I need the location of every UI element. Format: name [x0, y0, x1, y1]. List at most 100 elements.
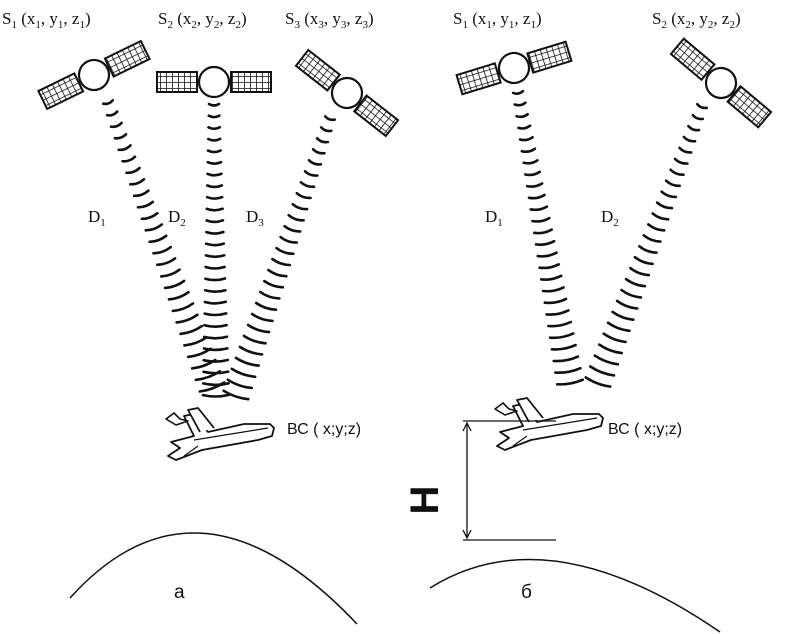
- signal-dash: [163, 279, 186, 290]
- signal-dash: [515, 112, 529, 119]
- signal-dash: [552, 355, 580, 363]
- satellite-s2-label: S2 (x2, y2, z2): [158, 9, 247, 31]
- signal-dash: [207, 137, 222, 142]
- signal-dash: [611, 310, 635, 321]
- signal-dash: [529, 205, 549, 212]
- signal-dash: [540, 274, 563, 281]
- satellite-s3-label: S3 (x3, y3, z3): [285, 9, 374, 31]
- signal-dash: [536, 251, 558, 258]
- signal-dash: [204, 265, 226, 270]
- signal-dash: [238, 345, 264, 356]
- signal-dash: [204, 242, 226, 247]
- signal-dash: [203, 288, 227, 294]
- signal-dash: [203, 323, 228, 328]
- signal-dash: [543, 297, 568, 305]
- signal-dash: [140, 211, 159, 221]
- signal-dash: [206, 160, 223, 165]
- signal-dash: [267, 268, 288, 278]
- signal-dash: [109, 121, 123, 129]
- signal-dash: [201, 393, 231, 398]
- signal-dash: [202, 358, 230, 363]
- signal-path-d1: [102, 99, 226, 393]
- distance-d3-label: D3: [246, 207, 264, 229]
- signal-dash: [205, 207, 224, 212]
- signal-dash: [291, 202, 309, 211]
- signal-dash: [175, 313, 199, 324]
- signal-dash: [673, 157, 689, 165]
- signal-dash: [545, 309, 570, 316]
- signal-dash: [311, 148, 326, 155]
- signal-dash: [246, 323, 271, 334]
- signal-dash: [307, 159, 323, 166]
- signal-dash: [629, 266, 651, 277]
- signal-dash: [518, 136, 534, 142]
- signal-dash: [144, 223, 164, 232]
- signal-dash: [206, 184, 224, 189]
- panel-b: ВС ( x;y;z) S1 (x1, y1, z1) S2 (x2, y2, …: [403, 9, 776, 633]
- signal-dash: [678, 146, 693, 154]
- aircraft-label: ВС ( x;y;z): [608, 421, 682, 438]
- signal-dash: [691, 113, 705, 121]
- signal-dash: [520, 147, 537, 154]
- signal-dash: [113, 132, 128, 140]
- signal-dash: [517, 124, 532, 130]
- signal-path-d1: [511, 89, 585, 386]
- signal-dash: [651, 212, 670, 221]
- signal-dash: [159, 268, 181, 278]
- aircraft-label: ВС ( x;y;z): [287, 421, 361, 438]
- signal-dash: [207, 114, 221, 119]
- satellite-s1-icon: [454, 35, 574, 101]
- signal-dash: [525, 182, 544, 188]
- signal-dash: [319, 126, 333, 133]
- signal-dash: [696, 102, 708, 110]
- satellite-s2-icon: [666, 33, 776, 133]
- signal-dash: [204, 277, 227, 282]
- signal-dash: [125, 166, 141, 175]
- signal-dash: [624, 277, 647, 288]
- distance-d1-label: D1: [485, 207, 503, 229]
- signal-dash: [522, 159, 539, 165]
- height-label: Н: [403, 486, 447, 515]
- signal-dash: [633, 255, 654, 266]
- satellite-s3-icon: [291, 44, 403, 142]
- distance-d1-label: D1: [88, 207, 106, 229]
- signal-dash: [597, 343, 623, 355]
- signal-dash: [156, 257, 177, 267]
- signal-dash: [206, 172, 223, 177]
- signal-dash: [655, 201, 674, 210]
- signal-dash: [183, 336, 208, 347]
- signal-dash: [533, 228, 553, 235]
- signal-dash: [250, 312, 274, 323]
- signal-dash: [584, 376, 612, 388]
- distance-d2-label: D2: [601, 207, 619, 229]
- signal-dash: [687, 124, 701, 132]
- signal-path-d2: [201, 102, 231, 398]
- signal-dash: [602, 332, 627, 344]
- signal-dash: [259, 290, 281, 300]
- signal-dash: [548, 332, 575, 340]
- signal-dash: [620, 288, 643, 299]
- signal-dash: [531, 216, 551, 223]
- signal-dash: [275, 246, 295, 256]
- signal-dash: [555, 378, 585, 386]
- signal-dash: [271, 257, 292, 267]
- caption-b: б: [521, 582, 532, 603]
- signal-dash: [541, 286, 565, 293]
- signal-dash: [254, 301, 278, 311]
- satellite-s1-label: S1 (x1, y1, z1): [453, 9, 542, 31]
- signal-dash: [511, 89, 525, 95]
- signal-dash: [638, 245, 658, 254]
- signal-dash: [203, 312, 228, 317]
- signal-dash: [207, 125, 222, 131]
- signal-dash: [279, 235, 298, 244]
- signal-dash: [206, 149, 222, 154]
- signal-dash: [136, 200, 155, 209]
- signal-dash: [554, 366, 582, 375]
- signal-dash: [547, 320, 573, 328]
- satellite-s1-label: S1 (x1, y1, z1): [2, 9, 91, 31]
- signal-dash: [682, 135, 697, 143]
- earth-surface-arc: [429, 558, 721, 633]
- signal-dash: [295, 191, 312, 200]
- signal-dash: [204, 254, 226, 259]
